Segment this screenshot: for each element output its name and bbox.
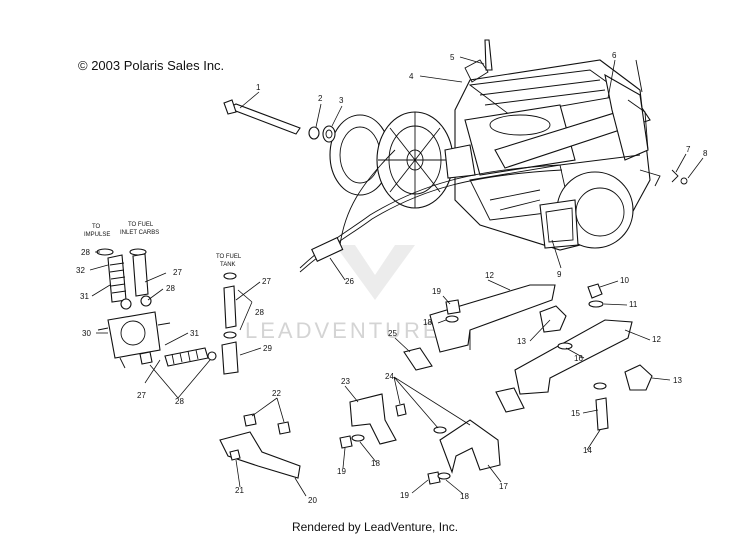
- callout-27a: 27: [173, 268, 182, 277]
- callout-25: 25: [388, 329, 397, 338]
- watermark-logo: LEADVENTURE: [245, 245, 441, 343]
- engine-assembly: [454, 39, 661, 251]
- callout-15: 15: [571, 409, 580, 418]
- watermark-text: LEADVENTURE: [245, 318, 441, 343]
- callout-6: 6: [612, 51, 617, 60]
- callout-30: 30: [82, 329, 91, 338]
- callout-27b: 27: [262, 277, 271, 286]
- callout-31a: 31: [80, 292, 89, 301]
- callout-14: 14: [583, 446, 592, 455]
- callout-26: 26: [345, 277, 354, 286]
- callout-20: 20: [308, 496, 317, 505]
- note-to-fuel-inlet-1: TO FUEL: [128, 222, 154, 228]
- callout-16: 16: [574, 354, 583, 363]
- bracket-20: [219, 413, 301, 479]
- callout-7: 7: [686, 145, 691, 154]
- callout-22: 22: [272, 389, 281, 398]
- leader-lines: [89, 56, 704, 497]
- callout-9: 9: [557, 270, 562, 279]
- callout-27c: 27: [137, 391, 146, 400]
- callout-23: 23: [341, 377, 350, 386]
- clip-parts: [671, 169, 688, 185]
- callout-1: 1: [256, 83, 261, 92]
- callout-31b: 31: [190, 329, 199, 338]
- callout-12b: 12: [652, 335, 661, 344]
- callout-19b: 19: [337, 467, 346, 476]
- callout-11: 11: [629, 300, 638, 309]
- clutch-assembly: [329, 111, 476, 209]
- callout-21: 21: [235, 486, 244, 495]
- note-to-impulse-1: TO: [92, 224, 101, 230]
- routing-notes: TO IMPULSE TO FUEL INLET CARBS TO FUEL T…: [84, 222, 242, 268]
- callout-12a: 12: [485, 271, 494, 280]
- callout-13a: 13: [517, 337, 526, 346]
- callout-13b: 13: [673, 376, 682, 385]
- callout-28b: 28: [166, 284, 175, 293]
- callout-8: 8: [703, 149, 708, 158]
- bolt-and-washers: [223, 99, 336, 143]
- callout-17: 17: [499, 482, 508, 491]
- note-to-fuel-tank-2: TANK: [220, 262, 236, 268]
- note-to-fuel-tank-1: TO FUEL: [216, 254, 242, 260]
- callout-19c: 19: [400, 491, 409, 500]
- callout-18c: 18: [460, 492, 469, 501]
- callout-3: 3: [339, 96, 344, 105]
- footer-text: Rendered by LeadVenture, Inc.: [291, 520, 459, 534]
- callout-32: 32: [76, 266, 85, 275]
- callout-28d: 28: [175, 397, 184, 406]
- callout-29: 29: [263, 344, 272, 353]
- callout-19a: 19: [432, 287, 441, 296]
- callout-24: 24: [385, 372, 394, 381]
- lower-mount-brackets: [339, 347, 525, 485]
- callout-4: 4: [409, 72, 414, 81]
- copyright-text: © 2003 Polaris Sales Inc.: [78, 58, 225, 73]
- callout-18b: 18: [371, 459, 380, 468]
- note-to-fuel-inlet-2: INLET CARBS: [120, 230, 159, 236]
- callout-2: 2: [318, 94, 323, 103]
- note-to-impulse-2: IMPULSE: [84, 232, 110, 238]
- callout-28c: 28: [255, 308, 264, 317]
- engine-mounts: [429, 283, 653, 431]
- callout-28a: 28: [81, 248, 90, 257]
- callout-10: 10: [620, 276, 629, 285]
- callout-18a: 18: [423, 318, 432, 327]
- callout-5: 5: [450, 53, 455, 62]
- fuel-pump-assembly: [96, 248, 239, 375]
- throttle-cable: [299, 149, 641, 273]
- callout-numbers: 1 2 3 4 5 6 7 8 9 10 11 12 12 13 13 14 1…: [76, 51, 708, 505]
